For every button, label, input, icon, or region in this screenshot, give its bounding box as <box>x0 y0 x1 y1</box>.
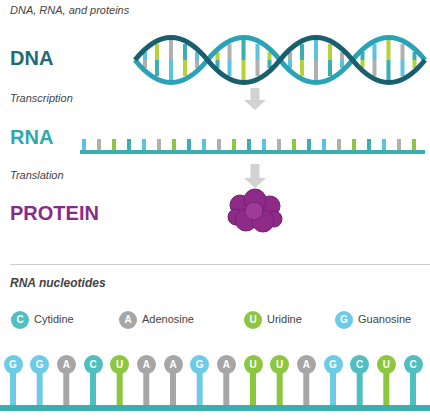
dna-strand <box>135 38 425 83</box>
nucleotide-letter: G <box>190 355 209 374</box>
nucleotide-letter: C <box>84 355 103 374</box>
rna-base <box>114 139 414 150</box>
legend-text: Cytidine <box>34 313 74 325</box>
nucleotide-letter: G <box>30 355 49 374</box>
section-heading: RNA nucleotides <box>10 276 106 290</box>
arrow-head <box>244 100 266 110</box>
stage-heading: PROTEIN <box>10 202 99 225</box>
circle-shape <box>270 355 289 374</box>
circle-shape <box>164 355 183 374</box>
nucleotide-circle: A <box>217 355 236 374</box>
nucleotide-circle: A <box>164 355 183 374</box>
nucleotide-circle: U <box>110 355 129 374</box>
blob-part <box>245 202 263 220</box>
legend-text: Uridine <box>267 313 302 325</box>
circle-shape <box>4 355 23 374</box>
legend-text: Guanosine <box>358 313 411 325</box>
nucleotide-circle: G <box>4 355 23 374</box>
nucleotide-letter: A <box>217 355 236 374</box>
circle-shape <box>57 355 76 374</box>
stage-heading: DNA <box>10 47 53 70</box>
circle-shape <box>324 355 343 374</box>
nucleotide-circle: A <box>57 355 76 374</box>
nucleotide-letter: U <box>110 355 129 374</box>
legend-swatch: U <box>244 311 262 329</box>
stage-band: DNA <box>0 30 430 86</box>
stem <box>66 370 306 406</box>
swatch-letter: A <box>119 311 137 329</box>
protein-blob <box>228 189 282 232</box>
circle-shape <box>350 355 369 374</box>
rna-backbone <box>0 405 430 411</box>
rna-base <box>129 139 369 150</box>
legend-swatch: C <box>11 311 29 329</box>
nucleotide-letter: G <box>324 355 343 374</box>
legend-text: Adenosine <box>142 313 194 325</box>
nucleotide-circle: U <box>270 355 289 374</box>
circle-shape <box>377 355 396 374</box>
diagram-title: DNA, RNA, and proteins <box>10 4 129 16</box>
legend-swatch: G <box>335 311 353 329</box>
nucleotide-stems <box>13 370 413 406</box>
legend-swatch: A <box>119 311 137 329</box>
arrow-shaft <box>251 164 260 178</box>
circle-shape <box>84 355 103 374</box>
circle-shape <box>297 355 316 374</box>
arrow-head <box>244 178 266 188</box>
nucleotide-letter: U <box>244 355 263 374</box>
circle-shape <box>404 355 423 374</box>
nucleotide-letter: U <box>270 355 289 374</box>
nucleotide-circle: A <box>297 355 316 374</box>
nucleotide-circle: C <box>84 355 103 374</box>
circle-shape <box>190 355 209 374</box>
nucleotide-letter: A <box>297 355 316 374</box>
rna-bases <box>84 139 414 150</box>
circle-shape <box>137 355 156 374</box>
nucleotide-circle: C <box>350 355 369 374</box>
circle-shape <box>30 355 49 374</box>
nucleotide-letter: A <box>137 355 156 374</box>
circle-shape <box>217 355 236 374</box>
separator-line <box>10 264 430 265</box>
arrow-shaft <box>251 88 260 100</box>
nucleotide-circle: A <box>137 355 156 374</box>
swatch-letter: G <box>335 311 353 329</box>
circle-shape <box>110 355 129 374</box>
nucleotide-letter: C <box>350 355 369 374</box>
stage-band: RNA <box>0 112 430 162</box>
swatch-letter: U <box>244 311 262 329</box>
stem <box>93 370 413 406</box>
flow-arrow <box>244 164 266 188</box>
stem <box>120 370 387 406</box>
step-label: Translation <box>10 169 64 181</box>
swatch-letter: C <box>11 311 29 329</box>
nucleotide-circle: C <box>404 355 423 374</box>
nucleotide-letter: U <box>377 355 396 374</box>
nucleotide-circle: G <box>324 355 343 374</box>
dna-strand <box>135 38 425 83</box>
nucleotide-letter: G <box>4 355 23 374</box>
nucleotide-circle: U <box>244 355 263 374</box>
nucleotide-circle: G <box>190 355 209 374</box>
nucleotide-circle: U <box>377 355 396 374</box>
nucleotide-letter: A <box>164 355 183 374</box>
nucleotide-circle: G <box>30 355 49 374</box>
nucleotide-letter: C <box>404 355 423 374</box>
stage-heading: RNA <box>10 126 53 149</box>
step-label: Transcription <box>10 92 73 104</box>
stem <box>13 370 333 406</box>
nucleotide-letter: A <box>57 355 76 374</box>
circle-shape <box>244 355 263 374</box>
flow-arrow <box>244 88 266 110</box>
rna-backbone <box>80 150 425 154</box>
stage-band: PROTEIN <box>0 190 430 236</box>
